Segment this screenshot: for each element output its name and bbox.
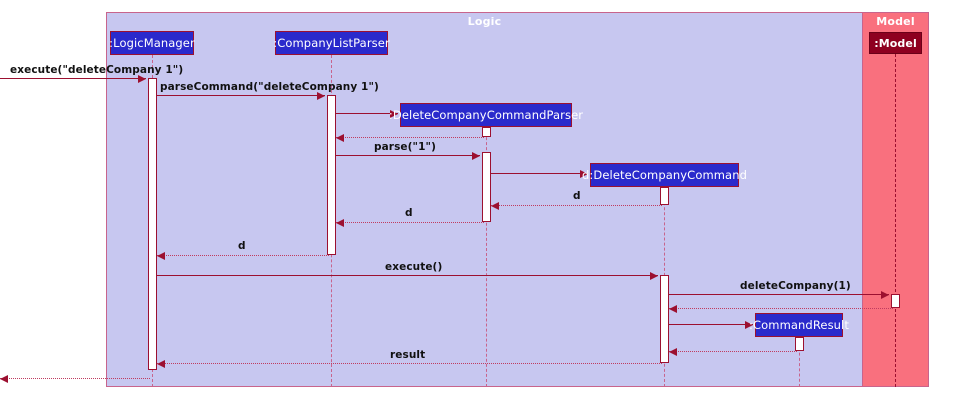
- message-line-m14: [669, 351, 797, 352]
- participant-deletecompanycommand[interactable]: d:DeleteCompanyCommand: [582, 163, 747, 187]
- participant-label-deletecompanycommandparser: :DeleteCompanyCommandParser: [388, 108, 584, 122]
- participant-label-logicmanager: :LogicManager: [109, 36, 195, 50]
- participant-companylistparser[interactable]: :CompanyListParser: [273, 31, 390, 55]
- message-arrowhead-m15: [157, 359, 165, 368]
- message-arrowhead-m11: [881, 290, 889, 299]
- message-arrowhead-m12: [669, 304, 677, 313]
- lifeline-commandresult: [799, 337, 800, 387]
- message-line-m2: [157, 95, 325, 96]
- lifeline-deletecompanycommandparser: [486, 127, 487, 387]
- message-line-m16: [0, 378, 150, 379]
- activation-bar-deletecompanycommandparser-3: [482, 152, 491, 222]
- message-line-m13: [669, 324, 753, 325]
- message-arrowhead-m4: [336, 133, 344, 142]
- participant-label-commandresult: :CommandResult: [749, 318, 849, 332]
- message-label-m5: parse("1"): [374, 141, 436, 153]
- participant-label-model: :Model: [874, 36, 917, 50]
- message-arrowhead-m8: [336, 218, 344, 227]
- message-label-m11: deleteCompany(1): [740, 280, 851, 292]
- message-label-m7: d: [573, 190, 581, 202]
- participant-deletecompanycommandparser[interactable]: :DeleteCompanyCommandParser: [389, 103, 583, 127]
- message-line-m10: [157, 275, 658, 276]
- message-line-m5: [336, 155, 480, 156]
- participant-label-companylistparser: :CompanyListParser: [273, 36, 390, 50]
- activation-bar-commandresult-6: [795, 337, 804, 351]
- activation-bar-logicmanager-0: [148, 78, 157, 370]
- participant-model[interactable]: :Model: [869, 32, 922, 54]
- package-title-logic: Logic: [467, 15, 502, 28]
- message-line-m12: [669, 308, 893, 309]
- message-arrowhead-m13: [745, 320, 753, 329]
- message-label-m10: execute(): [385, 261, 443, 273]
- message-arrowhead-m1: [138, 74, 146, 83]
- message-line-m11: [669, 294, 889, 295]
- activation-bar-deletecompanycommand-4: [660, 187, 669, 205]
- participant-label-deletecompanycommand: d:DeleteCompanyCommand: [582, 168, 747, 182]
- message-line-m15: [157, 363, 662, 364]
- activation-bar-companylistparser-1: [327, 95, 336, 255]
- message-label-m2: parseCommand("deleteCompany 1"): [160, 81, 379, 93]
- message-line-m1: [0, 78, 146, 79]
- message-label-m1: execute("deleteCompany 1"): [10, 64, 184, 76]
- message-line-m4: [336, 137, 484, 138]
- message-label-m9: d: [238, 240, 246, 252]
- message-arrowhead-m9: [157, 251, 165, 260]
- message-label-m15: result: [390, 349, 426, 361]
- message-arrowhead-m16: [0, 374, 8, 383]
- message-arrowhead-m6: [580, 169, 588, 178]
- message-arrowhead-m2: [317, 91, 325, 100]
- message-arrowhead-m10: [650, 271, 658, 280]
- message-arrowhead-m7: [491, 201, 499, 210]
- activation-bar-deletecompanycommand-5: [660, 275, 669, 363]
- message-line-m7: [491, 205, 662, 206]
- package-title-model: Model: [876, 15, 915, 28]
- message-label-m8: d: [405, 207, 413, 219]
- message-line-m8: [336, 222, 484, 223]
- activation-bar-model-7: [891, 294, 900, 308]
- message-arrowhead-m14: [669, 347, 677, 356]
- message-arrowhead-m3: [390, 109, 398, 118]
- activation-bar-deletecompanycommandparser-2: [482, 127, 491, 137]
- message-arrowhead-m5: [472, 151, 480, 160]
- message-line-m6: [491, 173, 588, 174]
- message-line-m3: [336, 113, 398, 114]
- participant-logicmanager[interactable]: :LogicManager: [109, 31, 195, 55]
- message-line-m9: [157, 255, 329, 256]
- lifeline-model: [895, 54, 896, 387]
- participant-commandresult[interactable]: :CommandResult: [749, 313, 849, 337]
